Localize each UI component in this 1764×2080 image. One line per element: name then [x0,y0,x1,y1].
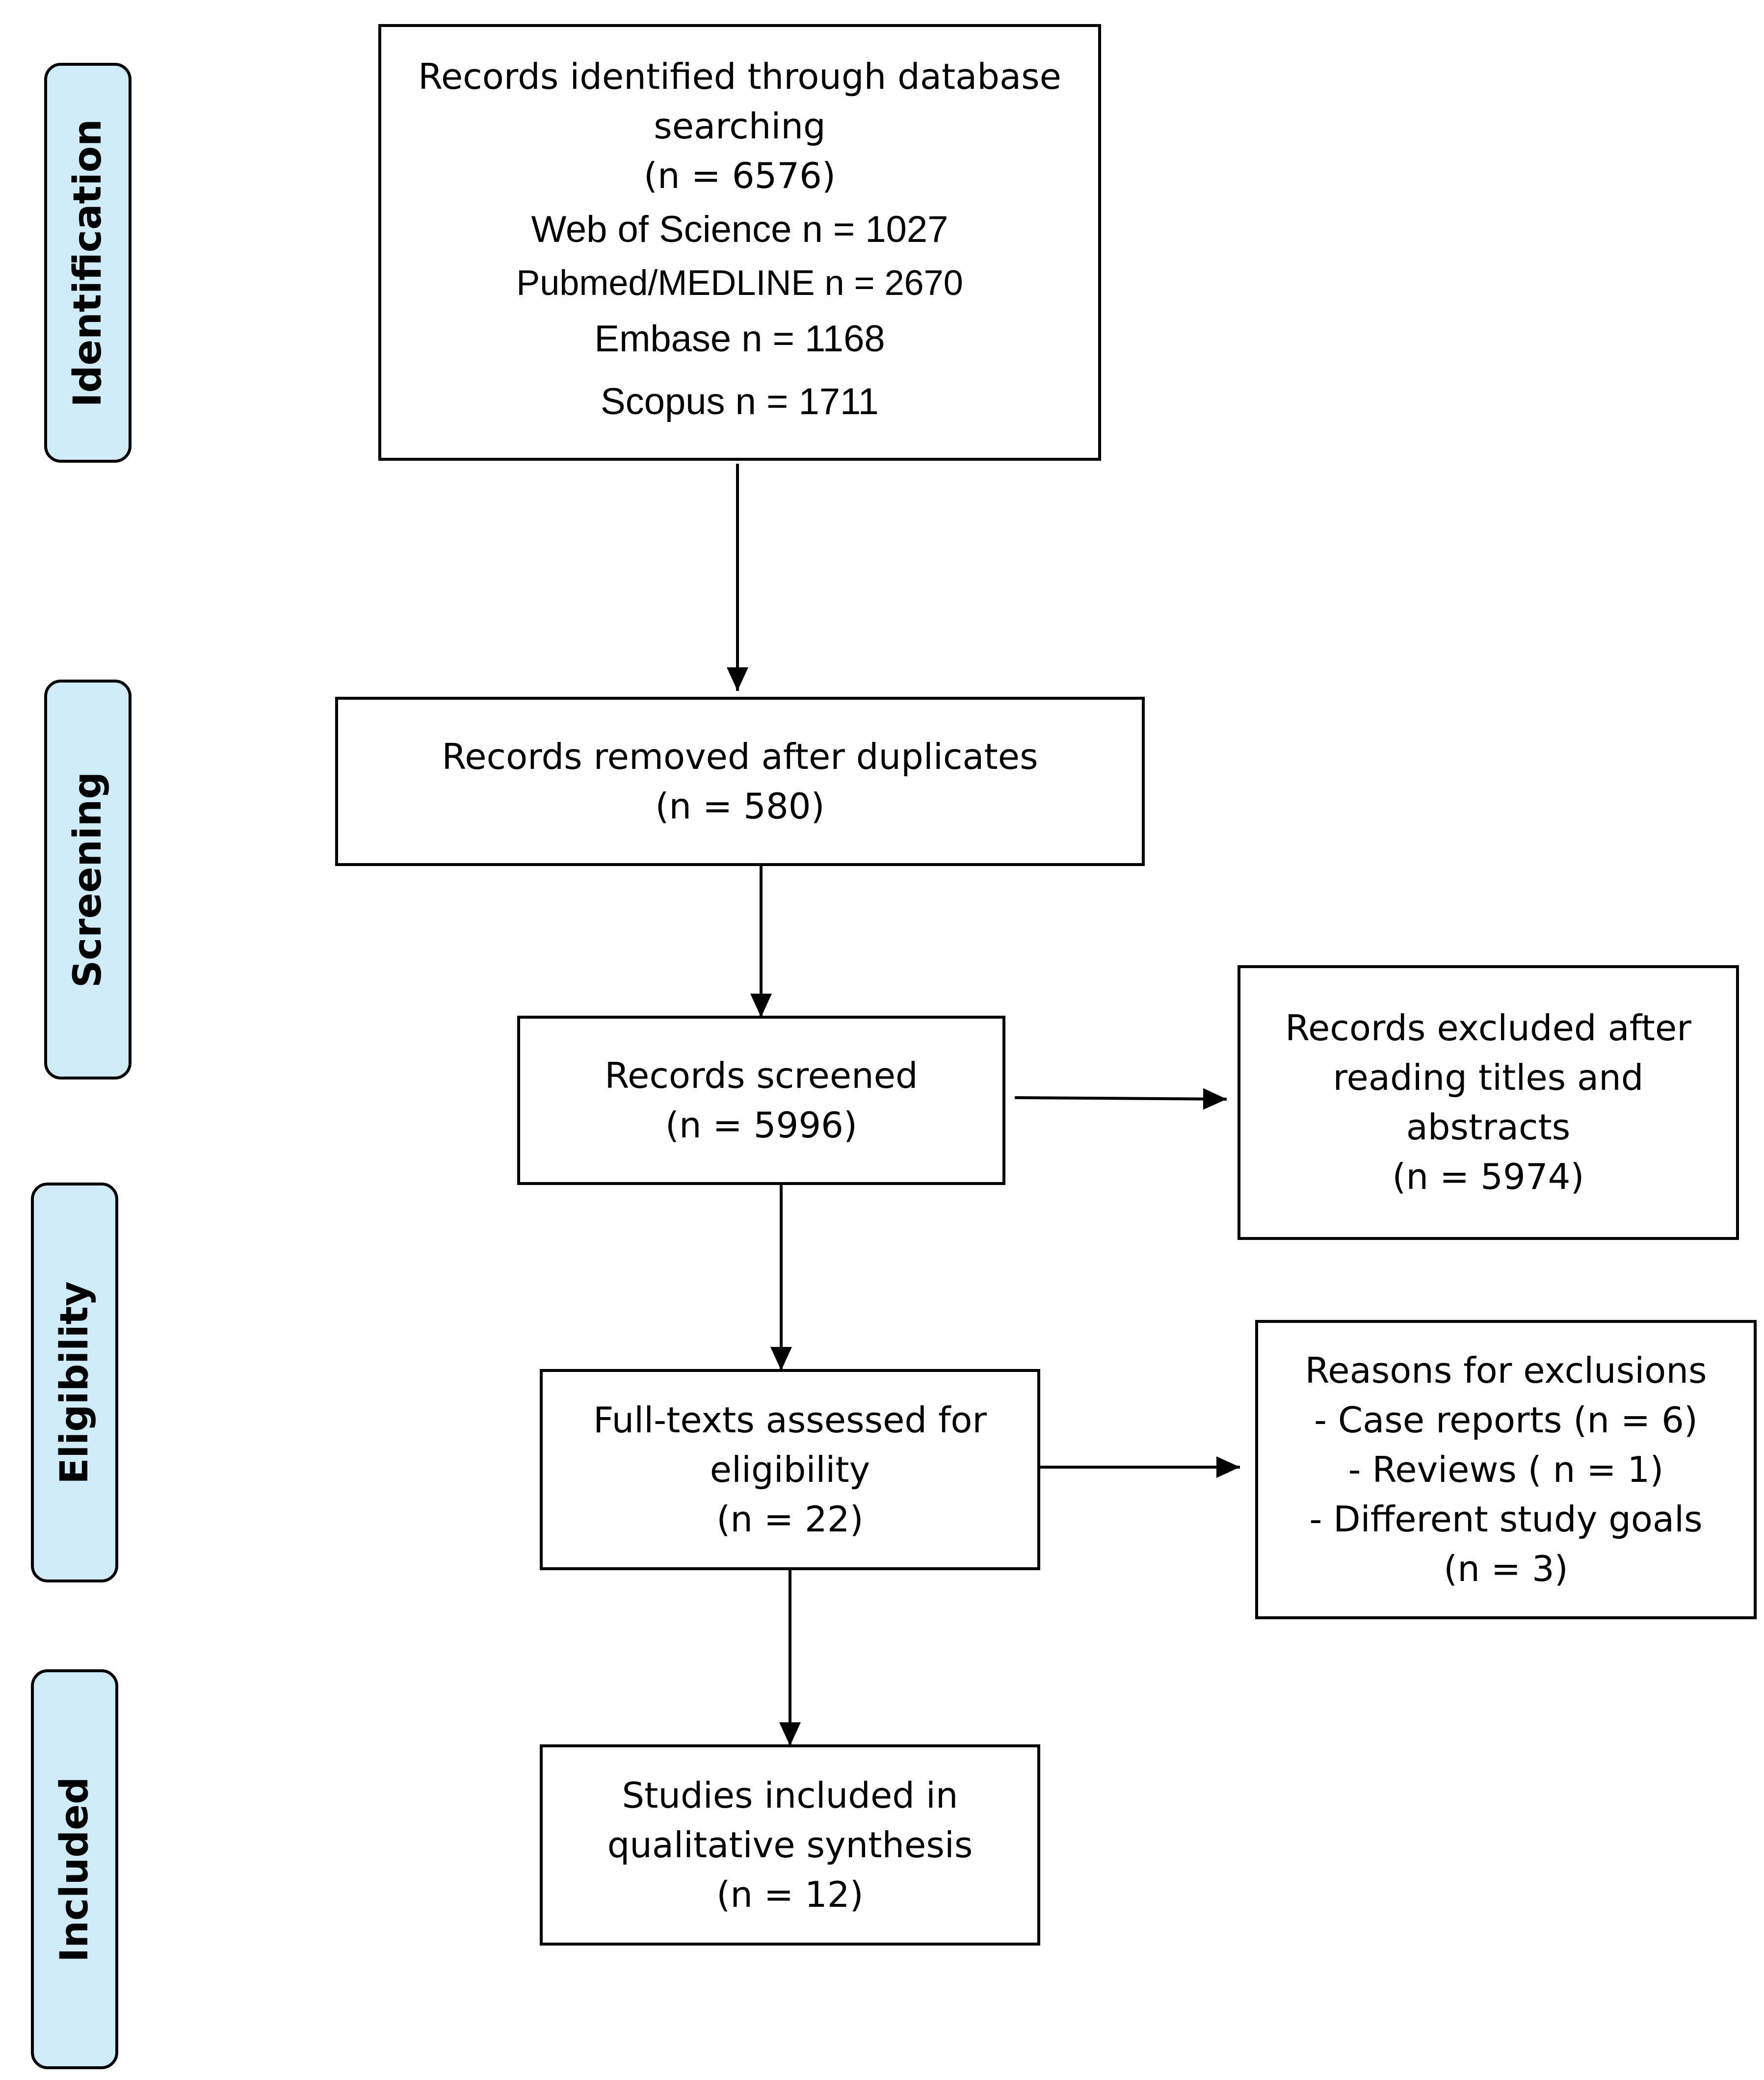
reasons-different-goals-count: (n = 3) [1444,1548,1568,1589]
identified-line-1: Records identified through database [418,55,1061,97]
box-fulltexts-assessed: Full-texts assessed for eligibility (n =… [540,1369,1040,1570]
box-records-identified: Records identified through database sear… [378,24,1101,461]
reasons-case-reports: - Case reports (n = 6) [1314,1399,1698,1441]
arrow-screened-to-excluded [1014,1088,1227,1110]
duplicates-count: (n = 580) [655,785,825,827]
fulltext-line-1: Full-texts assessed for [593,1399,987,1441]
included-count: (n = 12) [716,1873,864,1915]
fulltext-line-2: eligibility [710,1448,870,1490]
excluded-line-2: reading titles and [1333,1057,1644,1098]
reasons-reviews: - Reviews ( n = 1) [1348,1448,1664,1490]
box-records-screened: Records screened (n = 5996) [517,1016,1005,1185]
stage-identification: Identification [44,63,132,463]
box-studies-included: Studies included in qualitative synthesi… [540,1744,1040,1946]
included-line-1: Studies included in [622,1774,958,1816]
box-duplicates-removed: Records removed after duplicates (n = 58… [335,697,1145,866]
excluded-line-3: abstracts [1406,1106,1571,1148]
box-records-excluded: Records excluded after reading titles an… [1237,965,1739,1240]
stage-eligibility: Eligibility [31,1183,118,1582]
identified-pubmed: Pubmed/MEDLINE n = 2670 [516,263,963,303]
identified-scopus: Scopus n = 1711 [601,380,879,422]
fulltext-count: (n = 22) [716,1498,864,1540]
identified-embase: Embase n = 1168 [594,317,885,360]
excluded-line-1: Records excluded after [1285,1007,1691,1049]
stage-screening: Screening [44,680,132,1079]
identified-total: (n = 6576) [643,155,836,196]
duplicates-line-1: Records removed after duplicates [442,736,1038,777]
screened-line-1: Records screened [605,1054,918,1096]
stage-included: Included [31,1669,118,2069]
identified-web-of-science: Web of Science n = 1027 [531,208,948,250]
screened-count: (n = 5996) [665,1104,858,1146]
reasons-heading: Reasons for exclusions [1305,1349,1707,1391]
reasons-different-goals: - Different study goals [1309,1498,1703,1540]
box-exclusion-reasons: Reasons for exclusions - Case reports (n… [1255,1320,1757,1619]
identified-line-2: searching [654,105,826,147]
included-line-2: qualitative synthesis [607,1824,973,1866]
excluded-count: (n = 5974) [1392,1156,1584,1197]
